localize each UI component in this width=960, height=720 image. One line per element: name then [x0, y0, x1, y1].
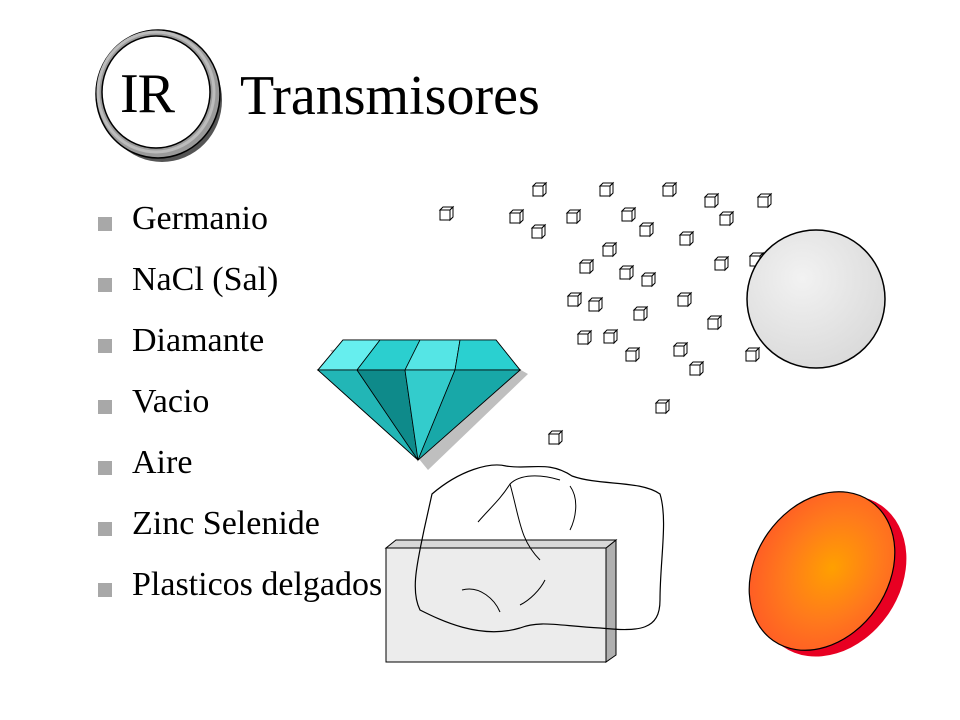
list-item-text: Zinc Selenide	[132, 504, 320, 542]
list-item: Vacio	[98, 371, 382, 432]
sphere-illustration	[746, 229, 886, 369]
list-item-text: Aire	[132, 443, 193, 481]
list-item-text: Vacio	[132, 382, 210, 420]
title-badge-text: IR	[120, 63, 175, 125]
bullet-square-icon	[98, 582, 112, 597]
list-item: Plasticos delgados	[98, 554, 382, 615]
list-item-text: Plasticos delgados	[132, 565, 383, 603]
bullet-square-icon	[98, 338, 112, 353]
list-item: NaCl (Sal)	[98, 249, 382, 310]
bullet-square-icon	[98, 399, 112, 414]
slide-title: Transmisores	[240, 65, 540, 127]
list-item-text: NaCl (Sal)	[132, 260, 279, 298]
bullet-list: Germanio NaCl (Sal) Diamante Vacio Aire …	[98, 188, 382, 615]
list-item: Germanio	[98, 188, 382, 249]
rock-block-illustration	[384, 464, 665, 663]
list-item: Zinc Selenide	[98, 493, 382, 554]
list-item-text: Germanio	[132, 199, 268, 237]
ir-badge-ring	[95, 29, 222, 162]
diamond-illustration	[316, 339, 528, 470]
orange-lens-illustration	[748, 491, 907, 657]
bullet-square-icon	[98, 460, 112, 475]
bullet-square-icon	[98, 216, 112, 231]
list-item-text: Diamante	[132, 321, 265, 359]
bullet-square-icon	[98, 521, 112, 536]
bullet-square-icon	[98, 277, 112, 292]
list-item: Aire	[98, 432, 382, 493]
list-item: Diamante	[98, 310, 382, 371]
